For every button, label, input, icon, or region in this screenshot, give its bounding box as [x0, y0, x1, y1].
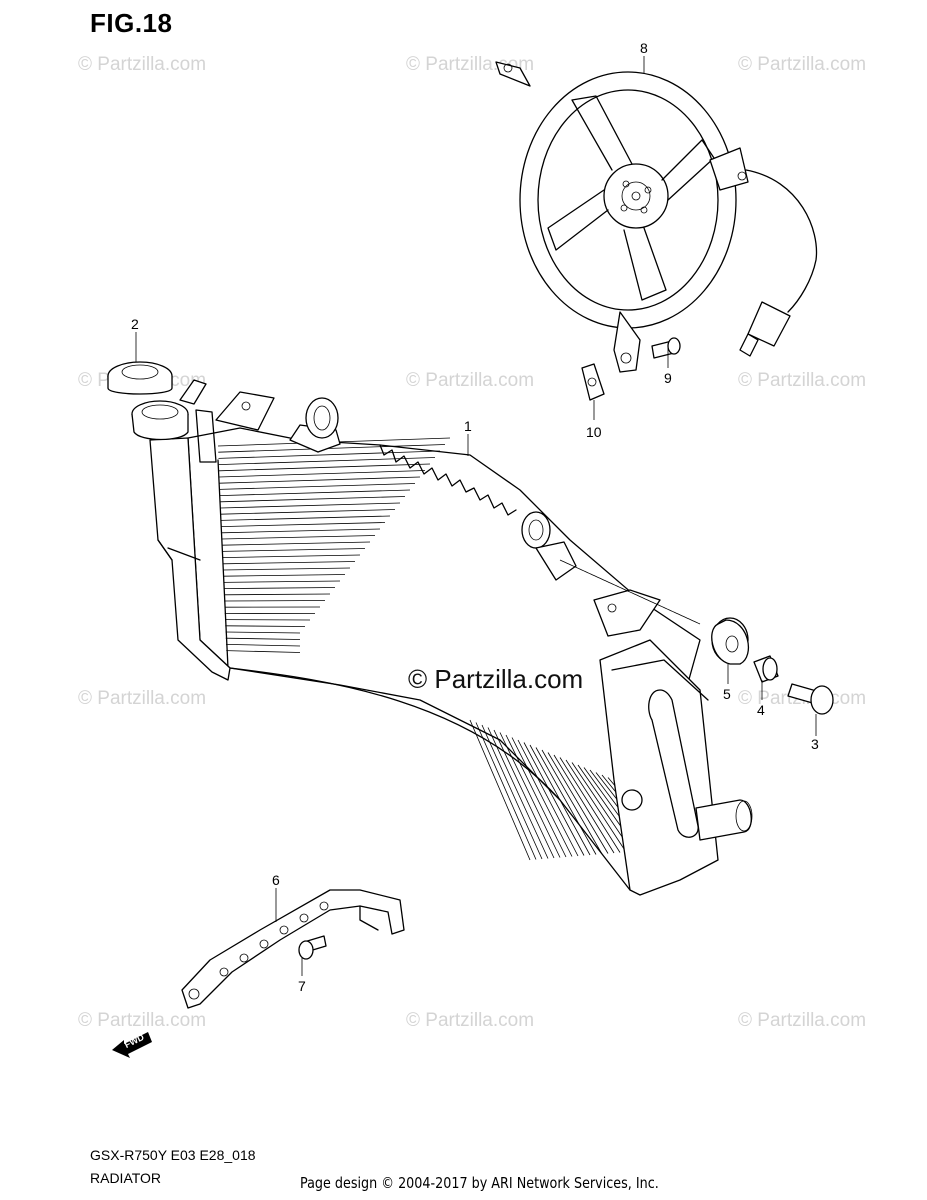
radiator-core — [187, 427, 701, 891]
collar — [753, 655, 779, 683]
radiator-right-tank — [599, 639, 753, 896]
speed-nut — [581, 363, 605, 401]
stay-bolt — [298, 935, 327, 960]
watermark: © Partzilla.com — [738, 1010, 867, 1031]
watermark: © Partzilla.com — [78, 1010, 207, 1031]
center-watermark: © Partzilla.com — [408, 664, 584, 694]
watermark: © Partzilla.com — [738, 370, 867, 391]
diagram-name: RADIATOR — [90, 1170, 162, 1186]
watermark: © Partzilla.com — [78, 688, 207, 709]
side-bracket-plate — [593, 589, 661, 637]
leader-lines — [135, 56, 817, 976]
watermark: © Partzilla.com — [738, 54, 867, 75]
watermark: © Partzilla.com — [406, 1010, 535, 1031]
fwd-arrow-icon — [112, 1032, 152, 1058]
callout-10: 10 — [586, 424, 602, 440]
callout-1: 1 — [464, 418, 472, 434]
filler-neck — [131, 379, 207, 441]
grommet — [711, 617, 750, 665]
footer-copyright: Page design © 2004-2017 by ARI Network S… — [300, 1174, 659, 1192]
fan-screw — [651, 337, 681, 359]
callout-5: 5 — [723, 686, 731, 702]
upper-bracket-left — [215, 391, 275, 431]
radiator-stay-bracket — [181, 889, 405, 1009]
callout-4: 4 — [757, 702, 765, 718]
callout-3: 3 — [811, 736, 819, 752]
upper-bracket-ring — [289, 397, 341, 453]
radiator-left-tank — [149, 409, 231, 681]
callout-2: 2 — [131, 316, 139, 332]
callout-6: 6 — [272, 872, 280, 888]
callout-8: 8 — [640, 40, 648, 56]
callout-7: 7 — [298, 978, 306, 994]
watermark: © Partzilla.com — [406, 370, 535, 391]
diagram-code: GSX-R750Y E03 E28_018 — [90, 1147, 256, 1163]
callout-9: 9 — [664, 370, 672, 386]
watermark: © Partzilla.com — [78, 54, 207, 75]
side-bracket-ring — [521, 511, 577, 581]
figure-title: FIG.18 — [90, 8, 173, 38]
bolt — [787, 683, 834, 715]
radiator-cap — [107, 361, 173, 395]
cooling-fan — [495, 61, 818, 373]
